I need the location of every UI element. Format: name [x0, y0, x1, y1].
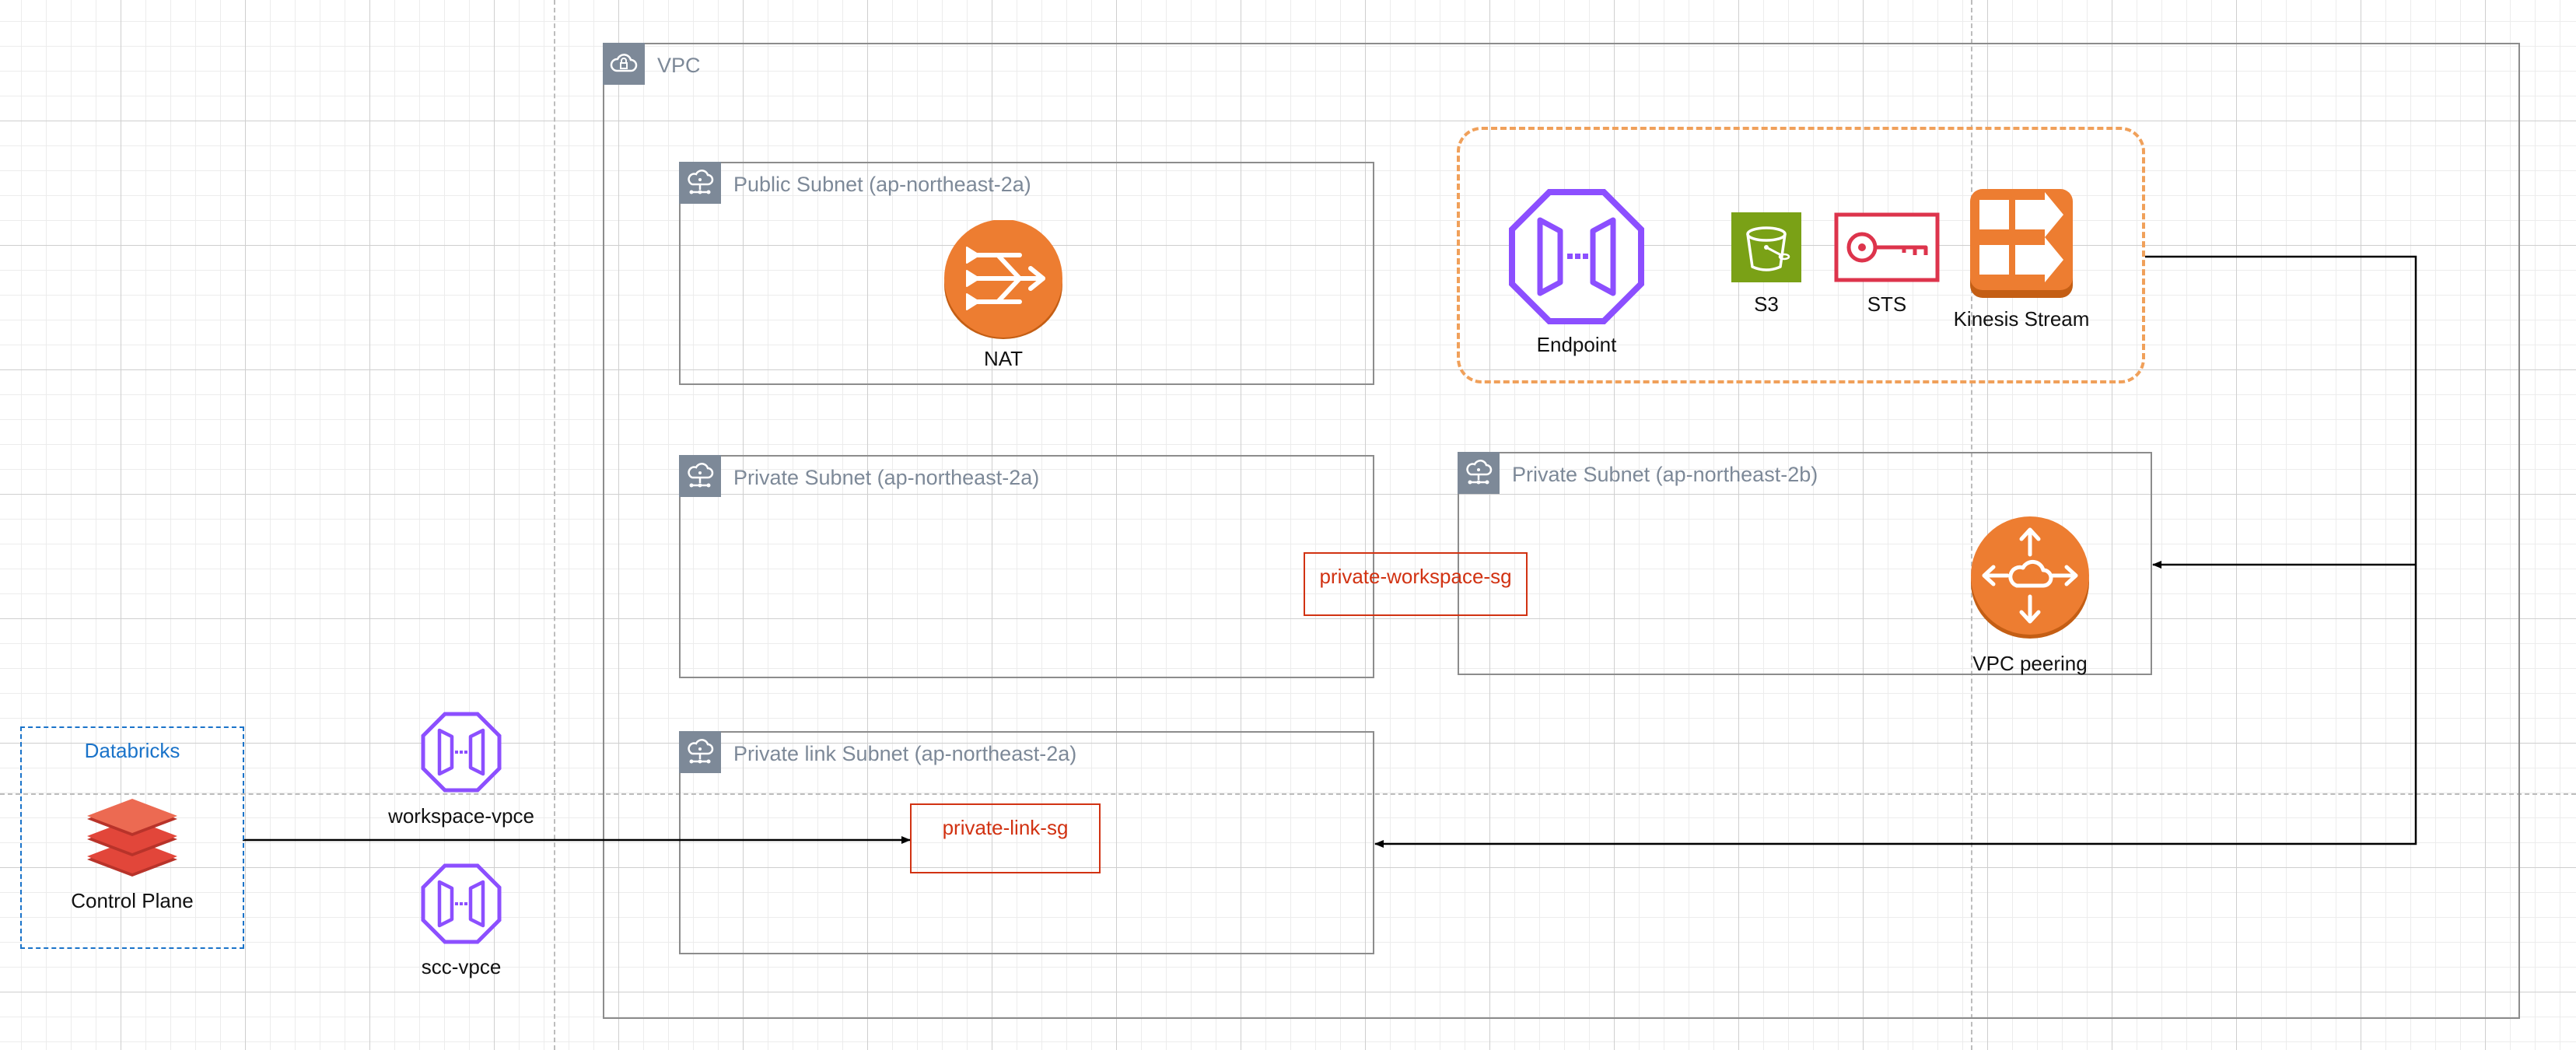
public-subnet-group[interactable]: Public Subnet (ap-northeast-2a)	[679, 162, 1374, 385]
sts-key-icon[interactable]	[1834, 212, 1940, 282]
guide-line-horizontal	[0, 793, 2576, 795]
vpc-peering-icon[interactable]	[1970, 516, 2090, 640]
workspace-vpce-label: workspace-vpce	[388, 804, 534, 828]
guide-line-vertical-2	[1971, 0, 1972, 1050]
private-link-subnet-group[interactable]: Private link Subnet (ap-northeast-2a)	[679, 731, 1374, 954]
subnet-icon	[679, 455, 721, 497]
endpoint-label: Endpoint	[1536, 333, 1617, 356]
s3-label: S3	[1754, 292, 1779, 316]
vpc-cloud-icon	[603, 43, 645, 85]
private-subnet-b-label: Private Subnet (ap-northeast-2b)	[1512, 463, 1818, 486]
databricks-group[interactable]: Databricks	[20, 726, 244, 949]
vpc-peering-label: VPC peering	[1972, 652, 2088, 675]
private-subnet-a-group[interactable]: Private Subnet (ap-northeast-2a)	[679, 455, 1374, 678]
endpoint-services-group[interactable]	[1457, 127, 2145, 383]
private-workspace-sg-label: private-workspace-sg	[1319, 565, 1512, 588]
subnet-icon	[1458, 452, 1500, 494]
private-link-sg-box[interactable]: private-link-sg	[910, 803, 1101, 873]
vpc-group[interactable]: VPC	[603, 43, 2520, 1019]
private-subnet-a-label: Private Subnet (ap-northeast-2a)	[733, 466, 1040, 489]
guide-line-vertical-1	[554, 0, 555, 1050]
private-subnet-b-group[interactable]: Private Subnet (ap-northeast-2b)	[1458, 452, 2152, 675]
private-link-sg-label: private-link-sg	[942, 816, 1069, 839]
private-link-subnet-label: Private link Subnet (ap-northeast-2a)	[733, 742, 1077, 765]
private-workspace-sg-box[interactable]: private-workspace-sg	[1304, 552, 1528, 616]
databricks-icon[interactable]	[87, 797, 177, 880]
kinesis-label: Kinesis Stream	[1953, 307, 2090, 331]
kinesis-stream-icon[interactable]	[1970, 189, 2073, 298]
scc-vpce-label: scc-vpce	[421, 955, 502, 978]
nat-gateway-icon[interactable]	[943, 219, 1063, 340]
workspace-vpce-icon[interactable]	[421, 712, 502, 793]
nat-label: NAT	[983, 347, 1024, 370]
s3-bucket-icon[interactable]	[1731, 212, 1801, 282]
subnet-icon	[679, 162, 721, 204]
vpc-endpoint-icon[interactable]	[1509, 189, 1644, 324]
scc-vpce-icon[interactable]	[421, 863, 502, 944]
databricks-label: Databricks	[84, 739, 180, 762]
sts-label: STS	[1867, 292, 1907, 316]
subnet-icon	[679, 731, 721, 773]
vpc-label: VPC	[657, 54, 701, 77]
public-subnet-label: Public Subnet (ap-northeast-2a)	[733, 173, 1031, 196]
control-plane-label: Control Plane	[71, 889, 194, 912]
kinesis-to-private-link-connector[interactable]	[1374, 255, 2417, 848]
